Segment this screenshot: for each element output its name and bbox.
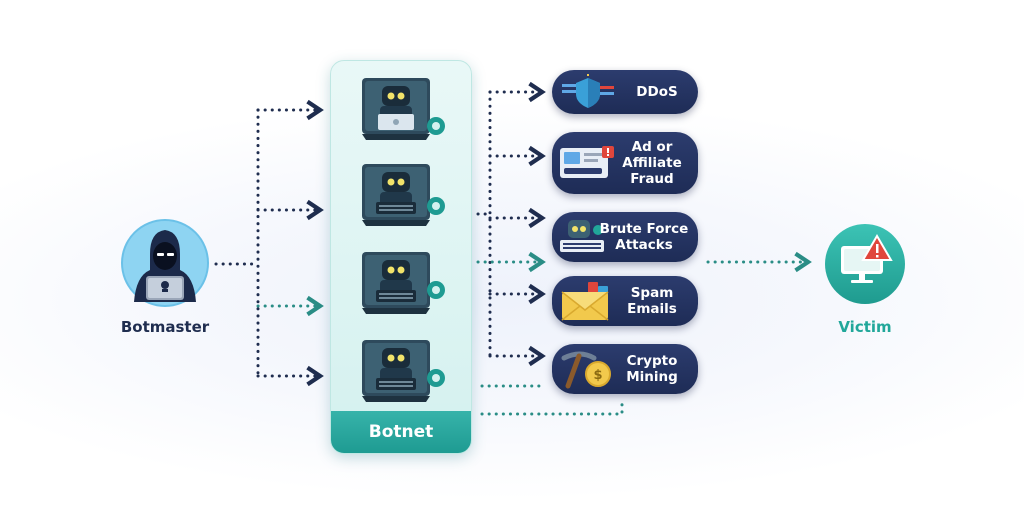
- attack-brute-force-line-1: Brute Force: [599, 221, 689, 237]
- robot-laptop-icon: [362, 78, 445, 140]
- attack-ad-fraud-label: Ad or Affiliate Fraud: [614, 139, 690, 187]
- attack-crypto-label: Crypto Mining: [614, 353, 690, 385]
- attack-ddos-line-1: DDoS: [636, 84, 678, 100]
- bot-4: [360, 338, 450, 408]
- victim-node: [823, 222, 907, 306]
- attack-spam-label: Spam Emails: [614, 285, 690, 317]
- attack-ddos-label: DDoS: [624, 84, 690, 100]
- attack-brute-force-label: Brute Force Attacks: [598, 221, 690, 253]
- botnet-label: Botnet: [331, 411, 471, 453]
- robot-laptop-icon: [362, 164, 445, 226]
- botnet-attack-links: [476, 81, 546, 367]
- envelope-icon: [561, 282, 609, 321]
- attack-brute-force-line-2: Attacks: [615, 237, 673, 253]
- attack-brute-force: Brute Force Attacks: [552, 212, 698, 262]
- pickaxe-coin-icon: $: [561, 351, 611, 389]
- attack-spam-line-1: Spam: [630, 285, 674, 301]
- botmaster-links: [214, 99, 324, 387]
- ad-screen-icon: [560, 146, 614, 178]
- robot-laptop-icon: [362, 252, 445, 314]
- shield-icon: [562, 74, 614, 108]
- victim-label: Victim: [838, 318, 892, 336]
- botmaster-node: [120, 218, 210, 308]
- bot-3: [360, 250, 450, 320]
- attack-crypto-line-2: Mining: [626, 369, 678, 385]
- attack-ddos: DDoS: [552, 70, 698, 114]
- attack-ad-fraud-line-2: Affiliate: [622, 155, 682, 171]
- attack-ad-fraud-line-3: Fraud: [630, 171, 674, 187]
- attack-crypto: $ Crypto Mining: [552, 344, 698, 394]
- bot-1: [360, 76, 450, 146]
- svg-text:$: $: [593, 368, 602, 383]
- hooded-hacker-icon: [121, 219, 209, 307]
- botnet-teal-links: [476, 251, 812, 416]
- attack-crypto-line-1: Crypto: [626, 353, 678, 369]
- attack-ad-fraud-line-1: Ad or: [631, 139, 673, 155]
- attack-spam-line-2: Emails: [627, 301, 677, 317]
- attack-spam: Spam Emails: [552, 276, 698, 326]
- botmaster-label: Botmaster: [120, 318, 210, 336]
- monitor-alert-icon: [825, 224, 905, 304]
- robot-laptop-icon: [362, 340, 445, 402]
- robot-keyboard-icon: [560, 220, 604, 252]
- bot-2: [360, 162, 450, 232]
- attack-ad-fraud: Ad or Affiliate Fraud: [552, 132, 698, 194]
